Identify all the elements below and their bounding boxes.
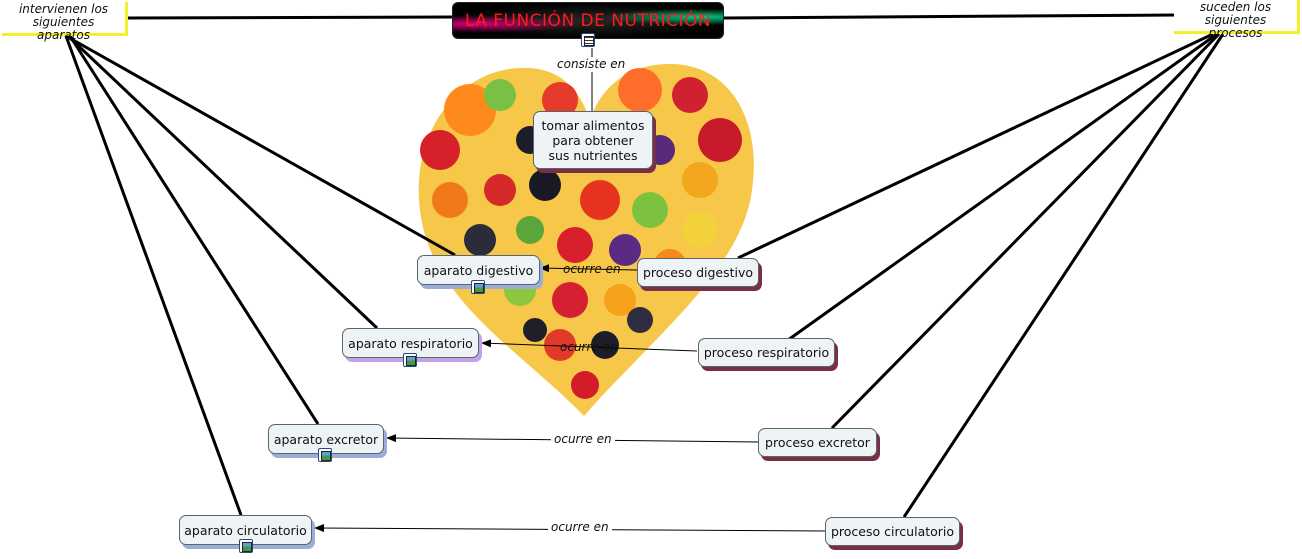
left-connector-label: intervienen los siguientes aparatos <box>2 2 128 36</box>
link-ocurre-en: ocurre en <box>551 432 615 446</box>
node-proceso-excretor[interactable]: proceso excretor <box>758 428 877 457</box>
node-proceso-digestivo[interactable]: proceso digestivo <box>637 258 759 287</box>
link-ocurre-en: ocurre en <box>557 340 621 354</box>
image-icon[interactable] <box>239 539 253 553</box>
image-icon[interactable] <box>403 353 417 367</box>
image-icon[interactable] <box>471 280 485 294</box>
document-icon[interactable] <box>581 33 595 47</box>
link-consiste-en: consiste en <box>554 57 628 71</box>
central-concept-node[interactable]: tomar alimentos para obtener sus nutrien… <box>533 111 653 169</box>
link-ocurre-en: ocurre en <box>560 262 624 276</box>
image-icon[interactable] <box>318 448 332 462</box>
node-proceso-respiratorio[interactable]: proceso respiratorio <box>698 338 835 367</box>
right-connector-label: suceden los siguientes procesos <box>1174 0 1300 34</box>
title-text: LA FUNCIÓN DE NUTRICIÓN <box>465 11 711 31</box>
node-proceso-circulatorio[interactable]: proceso circulatorio <box>825 517 960 546</box>
link-ocurre-en: ocurre en <box>548 520 612 534</box>
